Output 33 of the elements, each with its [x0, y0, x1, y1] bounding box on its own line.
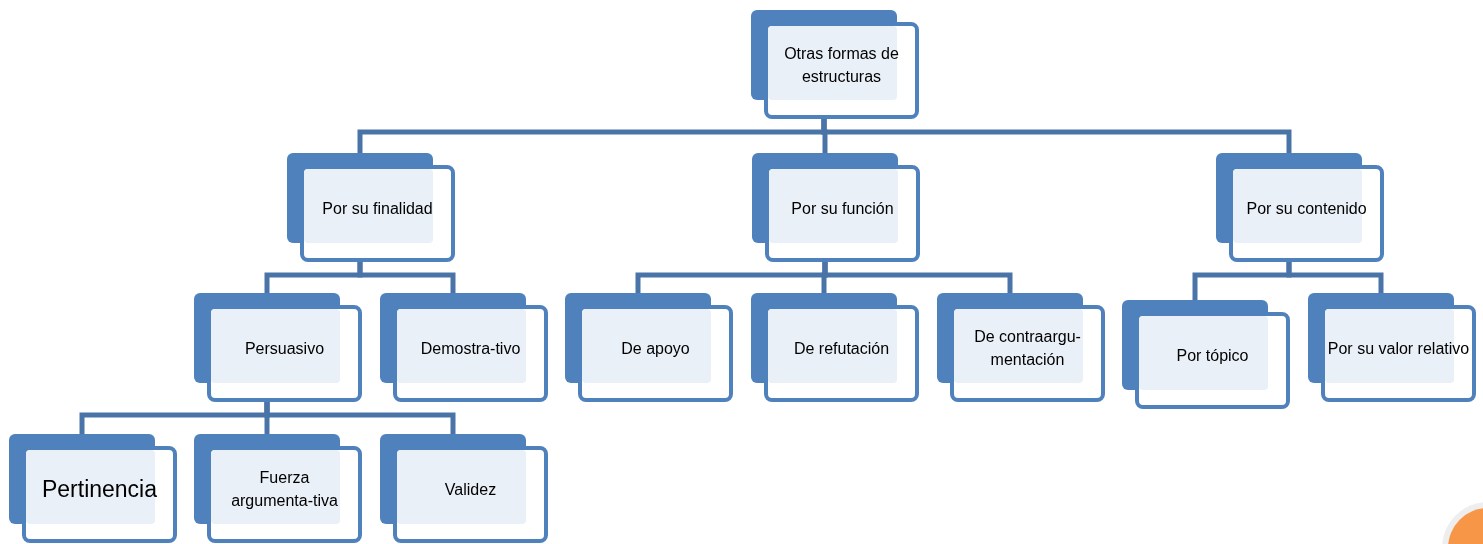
connector-line [264, 402, 456, 434]
box-label: Persuasivo [244, 338, 325, 359]
stacked-box [751, 10, 919, 119]
box-label: De refutación [793, 338, 890, 359]
stacked-box [194, 293, 362, 402]
stacked-box [565, 293, 733, 402]
box-label: Por tópico [1176, 345, 1249, 366]
connector-line [357, 262, 456, 293]
stacked-box [380, 293, 548, 402]
stacked-box [1122, 300, 1290, 409]
connector-line [822, 262, 1013, 293]
box-label: Fuerza argumenta-tiva [230, 468, 339, 511]
stacked-box [751, 293, 919, 402]
stacked-box [937, 293, 1105, 402]
box-label: Por su función [791, 198, 894, 219]
box-label: Pertinencia [41, 477, 158, 501]
box-label: Validez [444, 479, 497, 500]
stacked-box [1308, 293, 1476, 402]
stacked-box [9, 434, 177, 543]
box-label: De apoyo [621, 338, 690, 359]
box-label: Por su finalidad [322, 198, 433, 219]
stacked-box [752, 153, 920, 262]
box-label: Por su valor relativo [1327, 338, 1470, 359]
stacked-box [380, 434, 548, 543]
box-label: De contraargu-mentación [973, 327, 1082, 370]
box-label: Demostra-tivo [420, 338, 521, 359]
stacked-box [1216, 153, 1384, 262]
stacked-box [287, 153, 455, 262]
stacked-box [194, 434, 362, 543]
connector-line [821, 119, 1292, 153]
box-label: Otras formas de estructuras [783, 44, 900, 87]
box-label: Por su contenido [1246, 198, 1367, 219]
connector-line [1286, 262, 1384, 293]
